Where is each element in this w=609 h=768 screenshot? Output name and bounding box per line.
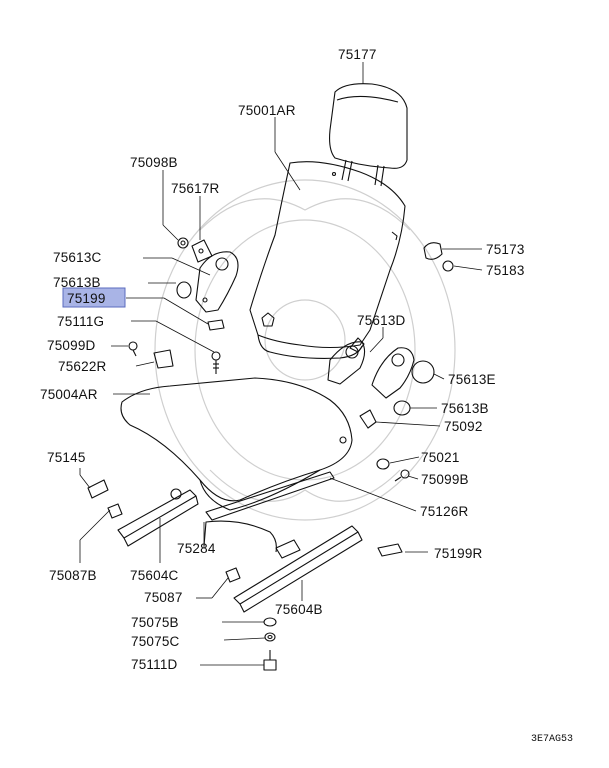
- part-75087B: [107, 503, 123, 519]
- label-75613B: 75613B: [53, 275, 101, 290]
- label-75177: 75177: [338, 47, 377, 62]
- bar-75126R: [205, 471, 335, 521]
- label-75111D: 75111D: [131, 657, 178, 672]
- cable-75284: [203, 520, 277, 553]
- seat-rail-left: [117, 488, 199, 547]
- label-75092: 75092: [444, 419, 483, 434]
- part-75199R: [377, 543, 403, 557]
- label-75173: 75173: [486, 242, 525, 257]
- washer-75075C: [264, 632, 276, 642]
- part-75021: [376, 458, 390, 470]
- label-75075C: 75075C: [131, 634, 180, 649]
- seat-rail-right: [233, 525, 363, 613]
- label-75199R: 75199R: [434, 546, 483, 561]
- leader-lines: [79, 62, 483, 666]
- part-75087: [225, 567, 241, 583]
- bracket-75092: [359, 409, 377, 429]
- label-75087: 75087: [144, 590, 183, 605]
- label-75604B: 75604B: [275, 602, 323, 617]
- part-75617R: [191, 239, 213, 263]
- cap-75613E: [411, 360, 435, 384]
- label-75004AR: 75004AR: [40, 387, 98, 402]
- label-75284: 75284: [177, 541, 216, 556]
- label-75087B: 75087B: [49, 568, 97, 583]
- seat-cushion: [120, 377, 353, 511]
- part-75173: [423, 242, 443, 260]
- headrest: [329, 83, 408, 187]
- part-75183: [442, 260, 454, 272]
- label-75604C: 75604C: [130, 568, 179, 583]
- label-75021: 75021: [421, 450, 460, 465]
- label-75617R: 75617R: [171, 181, 220, 196]
- bolt-75111G: [211, 351, 221, 374]
- part-75098B: [177, 237, 189, 249]
- washer-75075B: [263, 617, 277, 627]
- label-75613E: 75613E: [448, 372, 496, 387]
- label-75613B-right: 75613B: [441, 401, 489, 416]
- screw-75099B: [394, 469, 410, 482]
- label-75098B: 75098B: [130, 155, 178, 170]
- label-75099B: 75099B: [421, 472, 469, 487]
- label-75111G: 75111G: [57, 314, 104, 329]
- label-75613C: 75613C: [53, 250, 102, 265]
- part-75145: [87, 479, 109, 499]
- label-75183: 75183: [486, 263, 525, 278]
- screw-75099D: [128, 341, 138, 357]
- washer-right: [393, 400, 411, 416]
- diagram-code: 3E7AG53: [531, 734, 573, 745]
- bolt-75111D: [263, 650, 277, 671]
- clip-75199: [207, 319, 225, 331]
- seat-back: [249, 161, 406, 359]
- label-75001AR: 75001AR: [238, 103, 296, 118]
- callout-labels: 75177 75001AR 75098B 75617R 75613C 75613…: [40, 47, 573, 745]
- recliner-cover-left: [195, 251, 239, 313]
- washer-left: [176, 281, 192, 299]
- label-75613D: 75613D: [357, 313, 406, 328]
- label-75126R: 75126R: [420, 504, 469, 519]
- label-75145: 75145: [47, 450, 86, 465]
- recliner-right: [327, 341, 415, 399]
- cover-75622R: [153, 349, 174, 369]
- selected-part-highlight[interactable]: [62, 287, 126, 308]
- label-75622R: 75622R: [58, 359, 107, 374]
- label-75075B: 75075B: [131, 615, 179, 630]
- label-75099D: 75099D: [47, 338, 96, 353]
- label-75199-selected[interactable]: 75199: [67, 291, 106, 306]
